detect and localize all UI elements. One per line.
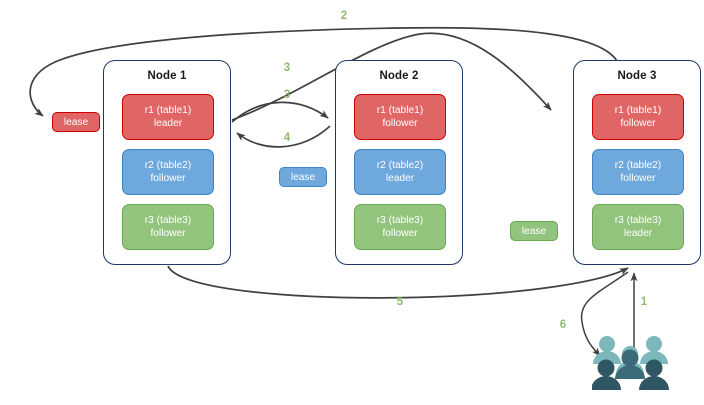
- replica-name: r2 (table2): [144, 160, 192, 171]
- replica-role: follower: [620, 118, 656, 129]
- replica-role: follower: [620, 173, 656, 184]
- node-title-1: Node 1: [147, 70, 187, 82]
- node-container-3: Node 3 r1 (table1) follower r2 (table2) …: [573, 60, 701, 265]
- replica-node1-r2[interactable]: r2 (table2) follower: [122, 149, 214, 195]
- replica-role: follower: [150, 173, 186, 184]
- node-title-3: Node 3: [617, 70, 657, 82]
- replica-node3-r3[interactable]: r3 (table3) leader: [592, 204, 684, 250]
- replica-role: follower: [382, 118, 418, 129]
- replica-role: leader: [623, 228, 653, 239]
- replica-name: r2 (table2): [614, 160, 662, 171]
- group-of-people-icon: [592, 336, 669, 390]
- replica-node2-r1[interactable]: r1 (table1) follower: [354, 94, 446, 140]
- replica-node2-r3[interactable]: r3 (table3) follower: [354, 204, 446, 250]
- step-label-3a: 3: [283, 62, 291, 74]
- step-label-3b: 3: [283, 89, 291, 101]
- replica-name: r1 (table1): [376, 105, 424, 116]
- lease-badge-table2[interactable]: lease: [279, 167, 327, 187]
- replica-node3-r2[interactable]: r2 (table2) follower: [592, 149, 684, 195]
- step-label-2: 2: [340, 10, 348, 22]
- replica-name: r3 (table3): [144, 215, 192, 226]
- replica-name: r1 (table1): [144, 105, 192, 116]
- step-label-5: 5: [396, 296, 404, 308]
- step-label-1: 1: [640, 296, 648, 308]
- replica-node2-r2[interactable]: r2 (table2) leader: [354, 149, 446, 195]
- replica-role: leader: [153, 118, 183, 129]
- replica-node1-r3[interactable]: r3 (table3) follower: [122, 204, 214, 250]
- replica-role: follower: [382, 228, 418, 239]
- lease-badge-table3[interactable]: lease: [510, 221, 558, 241]
- replica-node3-r1[interactable]: r1 (table1) follower: [592, 94, 684, 140]
- node-title-2: Node 2: [379, 70, 419, 82]
- replica-role: follower: [150, 228, 186, 239]
- replica-name: r1 (table1): [614, 105, 662, 116]
- step-label-6: 6: [559, 319, 567, 331]
- step-label-4: 4: [283, 132, 291, 144]
- node-container-1: Node 1 r1 (table1) leader r2 (table2) fo…: [103, 60, 231, 265]
- replica-name: r3 (table3): [614, 215, 662, 226]
- lease-badge-table1[interactable]: lease: [52, 112, 100, 132]
- arrow-step-5: [167, 265, 629, 299]
- replica-name: r3 (table3): [376, 215, 424, 226]
- node-container-2: Node 2 r1 (table1) follower r2 (table2) …: [335, 60, 463, 265]
- replica-node1-r1[interactable]: r1 (table1) leader: [122, 94, 214, 140]
- replica-role: leader: [385, 173, 415, 184]
- replica-name: r2 (table2): [376, 160, 424, 171]
- arrow-step-3-to-node2: [231, 101, 329, 123]
